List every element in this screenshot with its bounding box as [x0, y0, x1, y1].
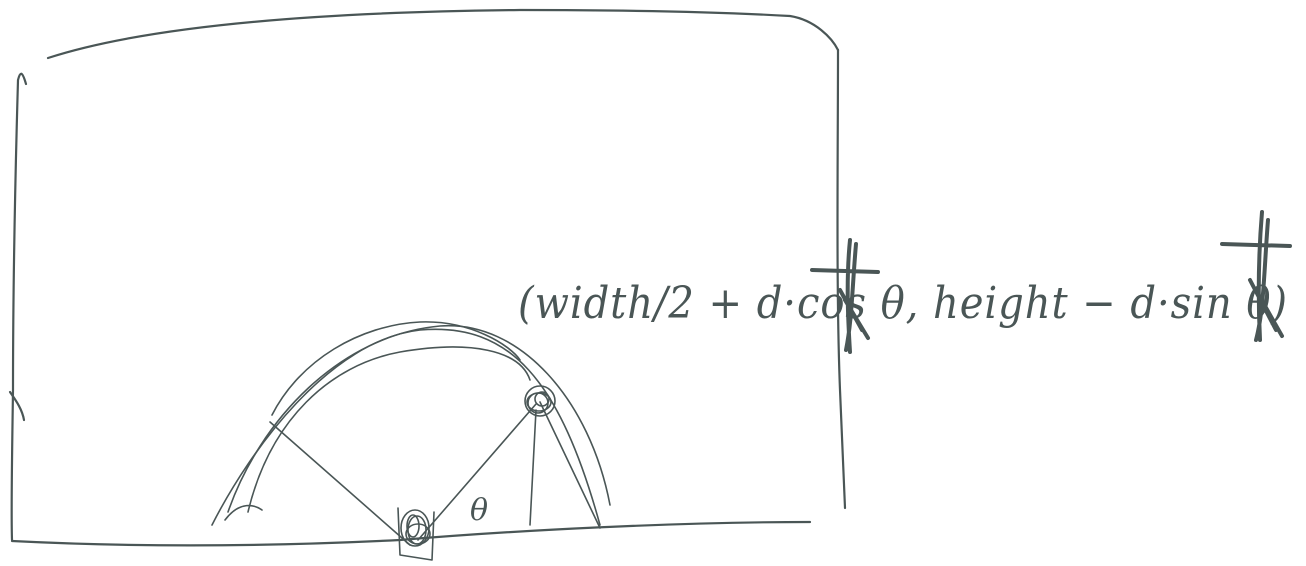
right-launch-line	[540, 402, 600, 528]
origin-marker	[398, 508, 434, 560]
angle-label: θ	[470, 493, 488, 528]
left-launch-line	[270, 422, 410, 545]
position-formula: (width/2 + d·cos θ, height − d·sin θ)	[518, 278, 1288, 329]
trajectory-arc-3	[248, 347, 530, 512]
frame-left-edge	[12, 74, 26, 540]
trajectory-arc-5	[225, 506, 262, 520]
geometry-lines	[270, 402, 600, 545]
trajectory-arc-1	[212, 329, 600, 525]
trajectory-arc-2	[228, 326, 610, 512]
vertical-drop-line	[530, 410, 536, 525]
frame-top-edge	[48, 10, 838, 58]
target-point	[525, 386, 555, 416]
trajectory-arc-4	[272, 322, 520, 415]
